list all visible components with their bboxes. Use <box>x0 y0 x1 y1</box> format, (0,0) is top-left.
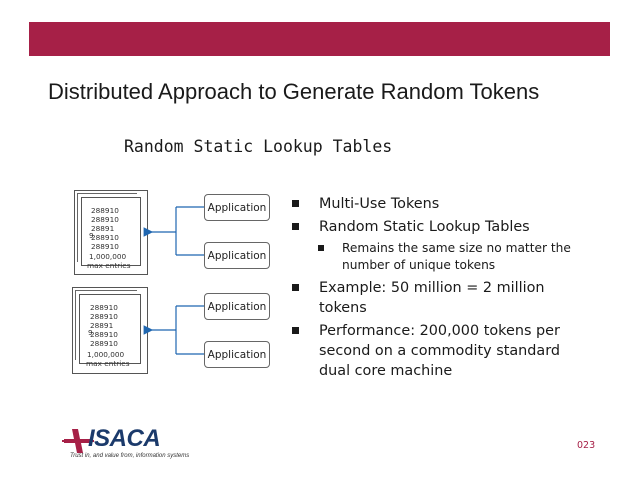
bullet-item: Multi-Use Tokens <box>292 194 592 214</box>
slide-subtitle: Random Static Lookup Tables <box>124 137 393 156</box>
table-1-row-1: 288910 <box>91 206 119 215</box>
application-box-1: Application <box>204 194 270 221</box>
header-bar <box>29 22 610 56</box>
bullet-list: Multi-Use Tokens Random Static Lookup Ta… <box>292 194 592 384</box>
bullet-text: Example: 50 million = 2 million tokens <box>319 280 545 316</box>
isaca-logo: ISACA Trust in, and value from, informat… <box>60 423 190 465</box>
square-bullet-icon <box>292 200 299 207</box>
lookup-table-2-sheet <box>79 294 141 364</box>
sub-bullet-item: Remains the same size no matter the numb… <box>292 240 592 274</box>
table-2-size: 1,000,000 <box>87 350 125 359</box>
table-1-size-label: max entries <box>87 261 131 270</box>
table-2-row-1: 288910 <box>90 303 118 312</box>
table-1-row-2: 288910 <box>91 215 119 224</box>
square-bullet-icon <box>318 245 324 251</box>
table-2-row-4: 288910 <box>90 330 118 339</box>
slide-title: Distributed Approach to Generate Random … <box>48 79 540 104</box>
bullet-item: Example: 50 million = 2 million tokens <box>292 278 592 318</box>
square-bullet-icon <box>292 223 299 230</box>
table-2-row-3: 28891 <box>90 321 114 330</box>
table-2-size-label: max entries <box>86 359 130 368</box>
table-1-row-5: 288910 <box>91 242 119 251</box>
bullet-text: Performance: 200,000 tokens per second o… <box>319 323 561 379</box>
table-2-overlap-digit: 9 <box>88 328 93 337</box>
sub-bullet-text: Remains the same size no matter the numb… <box>342 241 571 272</box>
bullet-text: Multi-Use Tokens <box>319 196 440 212</box>
table-2-row-5: 288910 <box>90 339 118 348</box>
bullet-item: Performance: 200,000 tokens per second o… <box>292 321 592 381</box>
lookup-table-2 <box>72 287 148 374</box>
table-1-overlap-digit: 9 <box>89 231 94 240</box>
table-1-row-4: 288910 <box>91 233 119 242</box>
table-2-row-2: 288910 <box>90 312 118 321</box>
application-box-4: Application <box>204 341 270 368</box>
bullet-item: Random Static Lookup Tables <box>292 217 592 237</box>
logo-wordmark: ISACA <box>88 425 161 452</box>
bullet-text: Random Static Lookup Tables <box>319 219 530 235</box>
application-box-2: Application <box>204 242 270 269</box>
square-bullet-icon <box>292 284 299 291</box>
square-bullet-icon <box>292 327 299 334</box>
lookup-table-1-sheet <box>81 197 141 266</box>
application-box-3: Application <box>204 293 270 320</box>
page-number: 023 <box>577 440 596 451</box>
table-1-size: 1,000,000 <box>89 252 127 261</box>
logo-tagline: Trust in, and value from, information sy… <box>70 453 190 459</box>
isaca-cross-icon <box>62 429 94 453</box>
table-1-row-3: 28891 <box>91 224 115 233</box>
